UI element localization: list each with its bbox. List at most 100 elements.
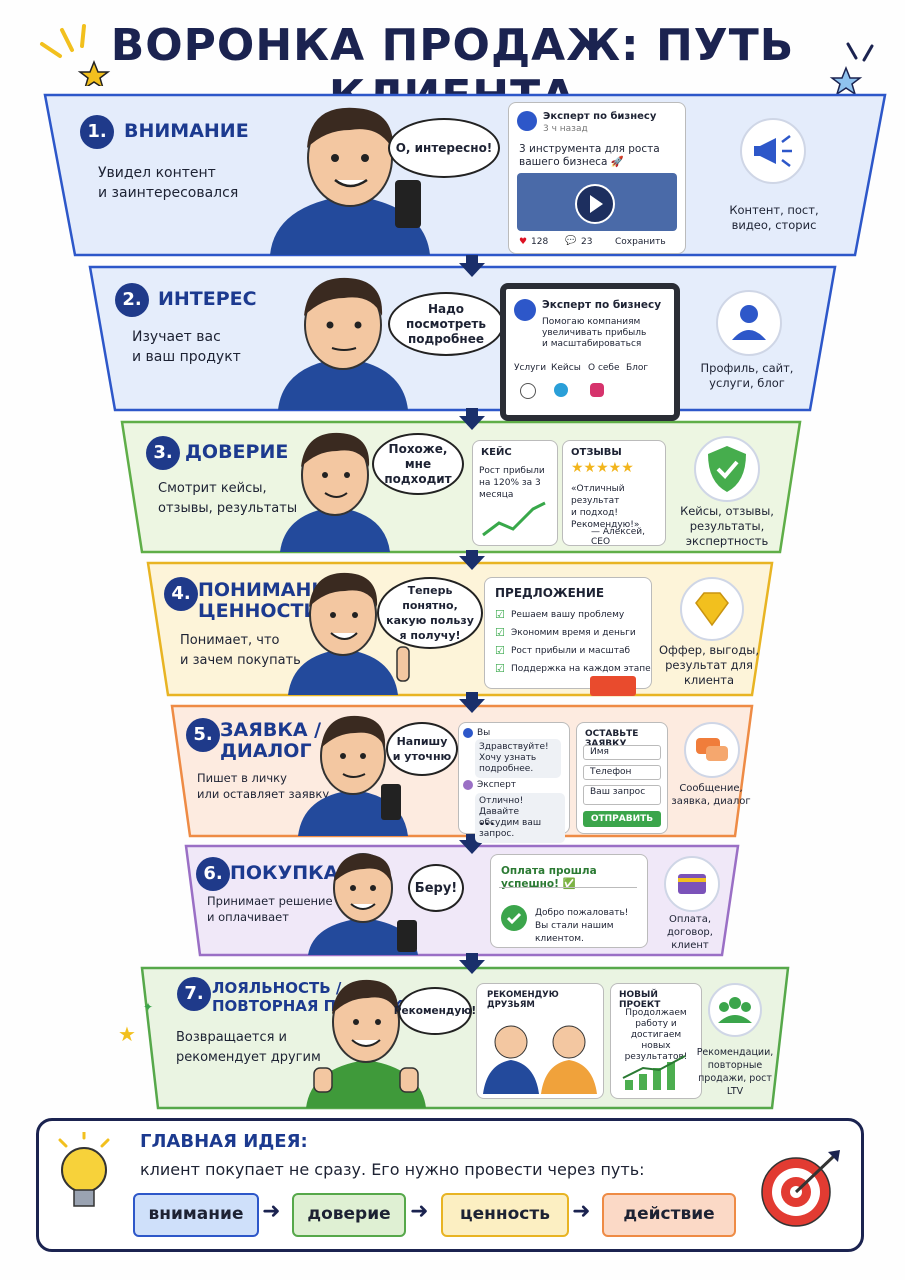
avatar (517, 111, 537, 131)
down-arrow-icon (459, 699, 485, 713)
payment-card: Оплата прошла успешно! ✅ Добро пожаловат… (490, 854, 648, 948)
comment-icon[interactable]: 💬 (565, 236, 577, 246)
growth-chart-icon (622, 1055, 686, 1090)
name-field[interactable]: Имя (583, 745, 661, 760)
step-number: 6. (196, 857, 230, 891)
post-author: Эксперт по бизнесу (543, 111, 657, 122)
profile-tab-services[interactable]: Услуги (514, 363, 547, 373)
path-step: внимание (133, 1193, 259, 1237)
social-post-card: Эксперт по бизнесу 3 ч назад 3 инструмен… (508, 102, 686, 254)
comments-count: 23 (581, 237, 593, 247)
case-title: КЕЙС (481, 447, 512, 458)
recommend-title: РЕКОМЕНДУЮ ДРУЗЬЯМ (487, 990, 559, 1010)
sparkle-icon (40, 24, 111, 86)
down-arrow-icon (459, 416, 485, 430)
request-field[interactable]: Ваш запрос (583, 785, 661, 805)
avatar (514, 299, 536, 321)
step-description: Возвращается и рекомендует другим (176, 1030, 321, 1065)
reviews-card: ОТЗЫВЫ ★★★★★ «Отличный результат и подхо… (562, 440, 666, 547)
speech-bubble: Надо посмотреть подробнее (388, 292, 504, 356)
step-number: 4. (164, 577, 198, 611)
success-check-icon (501, 905, 527, 931)
card-icon (664, 856, 720, 912)
step-description: Принимает решение и оплачивает (207, 894, 333, 924)
payment-message: Добро пожаловать! Вы стали нашим клиенто… (535, 908, 629, 944)
play-icon[interactable] (575, 184, 615, 224)
step-number: 5. (186, 718, 220, 752)
profile-name: Эксперт по бизнесу (542, 299, 662, 311)
down-arrow-icon (466, 953, 478, 963)
request-form: ОСТАВЬТЕ ЗАЯВКУ Имя Телефон Ваш запрос О… (576, 722, 668, 834)
offer-item: Рост прибыли и масштаб (511, 646, 631, 656)
offer-card: ПРЕДЛОЖЕНИЕ ☑ Решаем вашу проблему ☑ Эко… (484, 577, 652, 689)
instagram-icon[interactable] (590, 383, 604, 397)
step-description: Изучает вас и ваш продукт (132, 329, 241, 365)
down-arrow-icon (466, 692, 478, 702)
case-card: КЕЙС Рост прибыли на 120% за 3 месяца (472, 440, 558, 546)
check-icon: ☑ (495, 626, 505, 639)
speech-bubble: Рекомендую! (394, 987, 476, 1035)
arrow-right-icon: ➜ (410, 1199, 429, 1224)
star-icon: ✦ (143, 1000, 154, 1014)
video-thumbnail[interactable] (517, 173, 677, 231)
check-icon: ☑ (495, 662, 505, 675)
person-illustration (308, 853, 418, 955)
avatar (463, 780, 473, 790)
arrow-right-icon: ➜ (572, 1199, 591, 1224)
path-step: ценность (441, 1193, 569, 1237)
main-idea-title: ГЛАВНАЯ ИДЕЯ: (140, 1131, 308, 1152)
profile-tab-blog[interactable]: Блог (626, 363, 649, 373)
step-heading: ЗАЯВКА / ДИАЛОГ (220, 719, 322, 762)
diamond-icon (680, 577, 744, 641)
heart-icon[interactable]: ♥ (519, 237, 528, 247)
step-channel-label: Оффер, выгоды, результат для клиента (658, 643, 760, 687)
offer-item: Решаем вашу проблему (511, 610, 625, 620)
check-icon: ☑ (495, 608, 505, 621)
step-number: 1. (80, 115, 114, 149)
telegram-icon[interactable] (554, 383, 568, 397)
globe-icon[interactable] (520, 383, 536, 399)
shield-check-icon (694, 436, 760, 502)
target-icon (761, 1150, 840, 1227)
avatar (463, 728, 473, 738)
path-step: действие (602, 1193, 736, 1237)
step-number: 3. (146, 436, 180, 470)
step-number: 2. (115, 283, 149, 317)
rating-stars: ★★★★★ (571, 460, 634, 476)
lightbulb-icon (58, 1132, 110, 1207)
down-arrow-icon (459, 960, 485, 974)
path-step: доверие (292, 1193, 406, 1237)
megaphone-icon (740, 118, 806, 184)
laptop-profile-card: Эксперт по бизнесу Помогаю компаниям уве… (500, 283, 680, 421)
offer-item: Экономим время и деньги (511, 628, 636, 638)
new-project-text: Продолжаем работу и достигаем новых резу… (624, 1008, 688, 1062)
speech-bubble: Беру! (408, 864, 464, 912)
chat-sender: Эксперт (477, 780, 517, 790)
step-channel-label: Рекомендации, повторные продажи, рост LT… (696, 1047, 774, 1097)
step-heading: ПОНИМАНИЕ ЦЕННОСТИ (198, 579, 341, 622)
profile-tab-cases[interactable]: Кейсы (551, 363, 581, 373)
step-number: 7. (177, 977, 211, 1011)
profile-tab-about[interactable]: О себе (588, 363, 620, 373)
new-project-card: НОВЫЙ ПРОЕКТ Продолжаем работу и достига… (610, 983, 702, 1099)
new-project-title: НОВЫЙ ПРОЕКТ (619, 990, 661, 1010)
chat-icon (684, 722, 740, 778)
profile-bio: Помогаю компаниям увеличивать прибыль и … (542, 317, 647, 349)
check-icon: ☑ (495, 644, 505, 657)
step-channel-label: Профиль, сайт, услуги, блог (700, 361, 794, 390)
down-arrow-icon (466, 408, 478, 418)
step-description: Пишет в личку или оставляет заявку (197, 771, 330, 801)
chat-message: Здравствуйте! Хочу узнать подробнее. (475, 739, 561, 778)
post-time: 3 ч назад (543, 124, 588, 134)
gift-icon (590, 676, 636, 696)
person-illustration (298, 715, 408, 836)
save-button[interactable]: Сохранить (615, 237, 666, 247)
form-title: ОСТАВЬТЕ ЗАЯВКУ (585, 729, 639, 749)
step-description: Смотрит кейсы, отзывы, результаты (158, 481, 298, 516)
step-heading: ДОВЕРИЕ (185, 441, 289, 463)
step-heading: ИНТЕРЕС (158, 288, 257, 310)
phone-field[interactable]: Телефон (583, 765, 661, 780)
submit-button[interactable]: ОТПРАВИТЬ (583, 811, 661, 827)
down-arrow-icon (459, 556, 485, 570)
person-illustration (270, 107, 430, 255)
